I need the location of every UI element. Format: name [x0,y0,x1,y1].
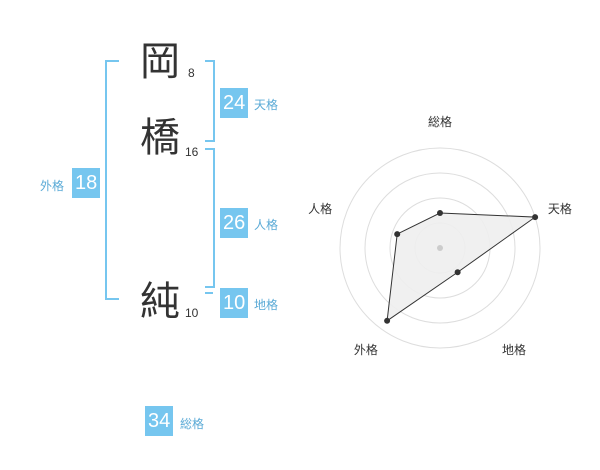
radar-axis-label-1: 天格 [548,201,572,216]
radar-point-4 [394,231,401,238]
radar-area [386,212,537,322]
name-char-3-strokes: 10 [185,306,199,320]
radar-point-1 [532,214,539,221]
name-char-3: 純 [140,279,180,325]
name-char-1-strokes: 8 [188,66,195,80]
tenkaku-label: 天格 [254,98,279,112]
radar-ring-3 [364,172,516,324]
chikaku-label: 地格 [254,298,279,312]
tenkaku-bracket [205,60,215,142]
chikaku-value: 10 [220,288,249,318]
tenkaku-value: 24 [220,88,249,118]
radar-point-0 [437,210,443,216]
radar-center-dot [437,245,443,251]
radar-axis-label-3: 外格 [354,342,378,357]
name-char-2: 橋 [140,115,180,161]
jinkaku-value: 26 [220,208,249,238]
soukaku-label: 総格 [180,417,205,431]
jinkaku-label: 人格 [254,218,279,232]
radar-ring-4 [339,147,541,349]
radar-point-2 [454,269,461,276]
name-char-2-strokes: 16 [185,145,199,159]
radar-point-3 [384,317,391,324]
name-char-1: 岡 [140,39,180,85]
soukaku-value: 34 [145,406,174,436]
radar-axis-label-4: 人格 [308,201,332,216]
radar-axis-label-0: 総格 [428,114,452,129]
chikaku-bracket [205,292,213,294]
gaikaku-bracket [105,60,119,300]
jinkaku-bracket [205,148,215,288]
gaikaku-value: 18 [72,168,101,198]
gaikaku-label: 外格 [40,179,65,193]
radar-axis-label-2: 地格 [502,342,526,357]
